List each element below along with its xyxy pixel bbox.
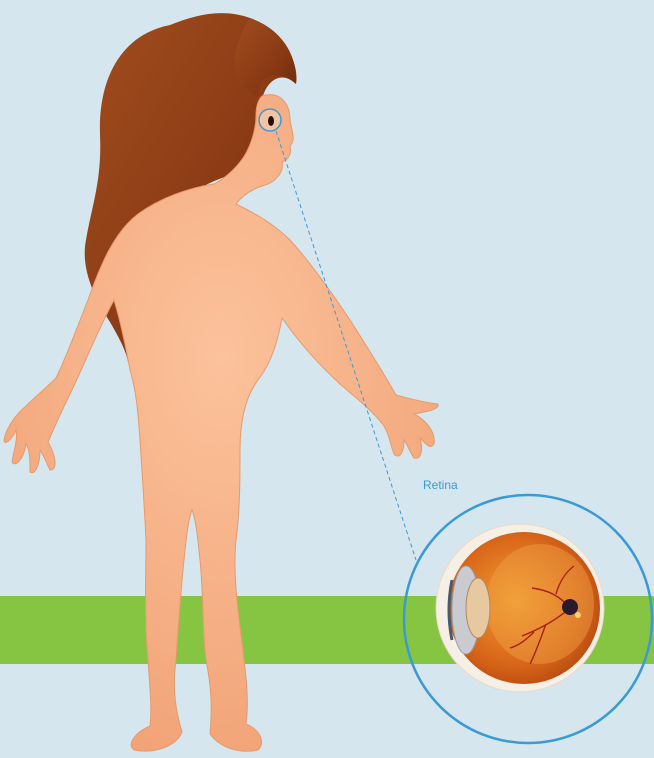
- retina-label: Retina: [423, 478, 458, 492]
- callout-circle: [404, 495, 654, 743]
- eye-cross-section: [436, 524, 604, 692]
- retina-macula: [562, 599, 578, 615]
- leader-line: [276, 131, 416, 560]
- eye-highlight-ring: [259, 109, 281, 131]
- girl-figure: [4, 95, 438, 752]
